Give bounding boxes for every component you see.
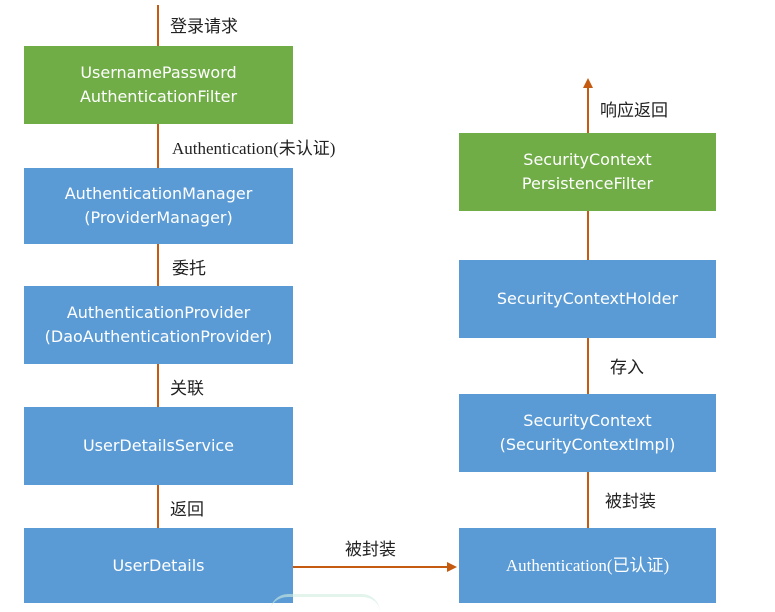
label-login-request: 登录请求 [170,17,238,37]
user-details-box: UserDetails [24,528,293,603]
label-associate: 关联 [170,379,204,399]
box-line: SecurityContext [523,411,652,430]
label-wrapped-right: 被封装 [605,492,656,512]
box-line: UserDetails [112,555,205,575]
label-store-in: 存入 [610,358,644,378]
box-line: PersistenceFilter [521,174,654,193]
watermark-arc [270,594,380,612]
authentication-authenticated-box: Authentication(已认证) [459,528,716,603]
security-context-persistence-filter-box: SecurityContext PersistenceFilter [459,133,716,211]
box-line: SecurityContext [523,150,652,169]
label-authentication-unauthenticated: Authentication(未认证) [172,139,336,158]
box-line: SecurityContextHolder [496,289,679,308]
box-line: (SecurityContextImpl) [499,435,676,454]
label-delegate: 委托 [172,259,206,279]
box-line: (DaoAuthenticationProvider) [44,327,273,346]
security-context-holder-box: SecurityContextHolder [459,260,716,338]
user-details-service-box: UserDetailsService [24,407,293,485]
security-context-box: SecurityContext (SecurityContextImpl) [459,394,716,472]
box-line: (ProviderManager) [84,208,233,227]
box-line: UsernamePassword [80,63,237,82]
label-response-return: 响应返回 [600,101,668,121]
box-line: AuthenticationManager [64,184,253,203]
authentication-provider-box: AuthenticationProvider (DaoAuthenticatio… [24,286,293,364]
box-line: UserDetailsService [82,436,235,455]
box-line: AuthenticationProvider [66,303,251,322]
box-line: AuthenticationFilter [79,87,238,106]
label-wrapped-cross: 被封装 [345,540,396,560]
authentication-manager-box: AuthenticationManager (ProviderManager) [24,168,293,244]
label-return: 返回 [170,500,204,520]
username-password-filter-box: UsernamePassword AuthenticationFilter [24,46,293,124]
box-line: Authentication(已认证) [505,555,670,575]
